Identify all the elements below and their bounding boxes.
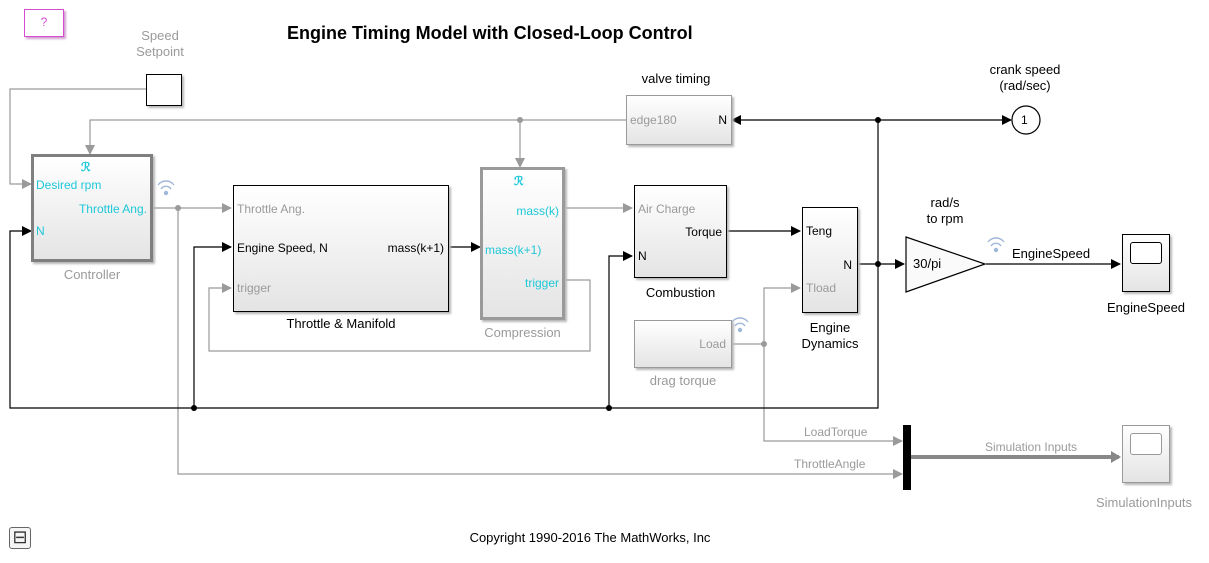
engine-speed-scope[interactable]: [1122, 234, 1170, 292]
port-edge180: edge180: [630, 113, 677, 127]
signal-load-torque: LoadTorque: [804, 425, 868, 439]
drag-torque-block[interactable]: Load: [634, 320, 732, 368]
diagram-title: Engine Timing Model with Closed-Loop Con…: [287, 23, 693, 43]
combustion-block[interactable]: Air Charge Torque N: [634, 185, 727, 278]
crank-speed-port-number: 1: [1021, 113, 1028, 127]
throttle-manifold-block[interactable]: Throttle Ang. Engine Speed, N mass(k+1) …: [233, 185, 449, 312]
gain-label: rad/s to rpm: [926, 195, 964, 226]
port-air-charge: Air Charge: [638, 202, 696, 216]
black-signal-lines: [9, 115, 1121, 409]
port-teng: Teng: [806, 224, 833, 238]
gain-value: 30/pi: [913, 256, 942, 271]
crank-speed-label: crank speed (rad/sec): [989, 62, 1061, 93]
port-desired-rpm: Desired rpm: [36, 178, 102, 192]
atomic-subsystem-icon: ℛ: [81, 160, 91, 174]
engine-speed-scope-label: EngineSpeed: [1106, 300, 1186, 315]
wire-load-to-tload[interactable]: [732, 283, 801, 345]
port-n: N: [36, 224, 45, 238]
signal-engine-speed: EngineSpeed: [1012, 246, 1091, 261]
port-throttle-ang: Throttle Ang.: [78, 202, 147, 216]
wire-edge180-to-controller[interactable]: [85, 119, 626, 155]
port-n-out: N: [843, 258, 852, 272]
engine-dynamics-label: Engine Dynamics: [801, 320, 859, 351]
wire-throttle-angle-to-mux[interactable]: [177, 208, 903, 479]
engine-dynamics-block[interactable]: Teng N Tload: [802, 207, 858, 313]
junction-dots: [175, 117, 881, 411]
simulation-inputs-scope-label: SimulationInputs: [1095, 495, 1193, 510]
drag-torque-label: drag torque: [649, 373, 717, 388]
combustion-label: Combustion: [645, 285, 716, 300]
port-mass-k1-out: mass(k+1): [387, 241, 444, 255]
port-mass-k1-in: mass(k+1): [485, 243, 542, 257]
speed-setpoint-block[interactable]: [146, 74, 182, 106]
wire-n-to-combustion[interactable]: [608, 251, 633, 408]
wire-load-torque-to-mux[interactable]: [763, 344, 903, 446]
signal-log-icons: [157, 180, 1005, 333]
compression-label: Compression: [484, 325, 561, 340]
collapse-button[interactable]: ⊟: [9, 527, 31, 549]
help-block[interactable]: ?: [24, 9, 64, 37]
valve-timing-block[interactable]: edge180 N: [626, 95, 732, 145]
controller-block[interactable]: ℛ Desired rpm Throttle Ang. N: [31, 154, 153, 262]
wire-n-to-throttle[interactable]: [193, 242, 232, 408]
copyright-text: Copyright 1990-2016 The MathWorks, Inc: [469, 530, 711, 545]
port-trigger-out: trigger: [524, 276, 559, 290]
port-n-in: N: [638, 249, 647, 263]
port-tload: Tload: [806, 281, 837, 295]
port-torque: Torque: [685, 225, 722, 239]
gain-block[interactable]: [905, 236, 987, 293]
wire-trigger-loop[interactable]: [208, 279, 591, 352]
port-trigger-in: trigger: [237, 281, 272, 295]
port-throttle-ang-in: Throttle Ang.: [237, 202, 306, 216]
controller-label: Controller: [63, 267, 121, 282]
scope-screen-icon: [1130, 242, 1162, 264]
signal-simulation-inputs: Simulation Inputs: [985, 440, 1078, 454]
port-n-in: N: [718, 113, 727, 127]
mux-block[interactable]: [903, 425, 911, 490]
simulation-inputs-scope[interactable]: [1122, 425, 1170, 483]
port-load: Load: [699, 337, 726, 351]
valve-timing-label: valve timing: [641, 71, 711, 86]
throttle-manifold-label: Throttle & Manifold: [286, 316, 396, 331]
crank-speed-outport[interactable]: [1011, 105, 1041, 135]
gray-signal-lines: [9, 88, 1121, 479]
speed-setpoint-label: Speed Setpoint: [136, 28, 184, 59]
wire-setpoint-to-controller[interactable]: [9, 88, 146, 189]
atomic-subsystem-icon: ℛ: [514, 174, 524, 188]
port-engine-speed: Engine Speed, N: [237, 241, 328, 255]
wire-n-to-controller[interactable]: [9, 226, 879, 409]
compression-block[interactable]: ℛ mass(k) mass(k+1) trigger: [480, 167, 565, 320]
scope-screen-icon: [1130, 433, 1162, 455]
signal-throttle-angle: ThrottleAngle: [794, 457, 866, 471]
port-mass-k-out: mass(k): [516, 204, 559, 218]
